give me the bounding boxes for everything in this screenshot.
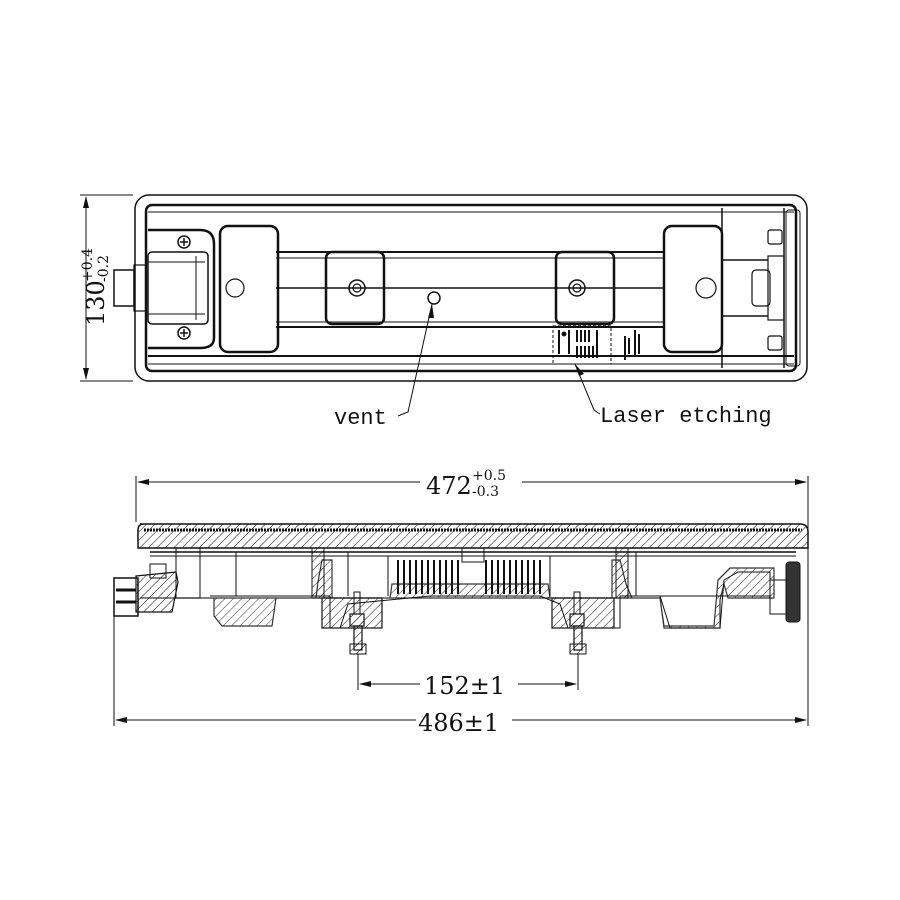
side-section-view xyxy=(113,476,809,726)
top-view xyxy=(80,194,808,417)
housing-outline xyxy=(134,194,808,382)
svg-text:+0.4: +0.4 xyxy=(80,248,96,282)
side-connector-right xyxy=(785,561,801,623)
end-pad-right xyxy=(662,224,724,354)
left-connector xyxy=(113,269,135,307)
screw-icon xyxy=(177,235,191,249)
top-cover xyxy=(137,523,809,549)
total-length-label: 486±1 xyxy=(418,709,499,737)
side-connector-left xyxy=(113,577,139,617)
mounting-stud-right xyxy=(569,591,587,655)
laser-etching-area xyxy=(552,325,612,365)
mount-spacing-label: 152±1 xyxy=(424,672,505,700)
mounting-stud-left xyxy=(349,591,367,655)
overall-length-label: 472 +0.5 -0.3 xyxy=(426,468,506,500)
end-pad-left xyxy=(218,224,280,354)
mount-pad-right xyxy=(554,250,616,326)
svg-text:+0.5: +0.5 xyxy=(472,468,506,484)
svg-text:472: 472 xyxy=(426,472,472,500)
heatsink-fins xyxy=(397,560,541,594)
svg-text:-0.3: -0.3 xyxy=(472,484,499,500)
vent-icon xyxy=(427,291,441,305)
screw-icon xyxy=(177,326,191,340)
svg-text:-0.2: -0.2 xyxy=(96,255,112,282)
vent-callout: vent xyxy=(334,406,387,431)
laser-etching-callout: Laser etching xyxy=(600,404,772,429)
svg-text:130: 130 xyxy=(82,280,110,326)
height-dimension-label: 130 +0.4 -0.2 xyxy=(80,248,112,326)
mount-pad-left xyxy=(324,250,386,326)
